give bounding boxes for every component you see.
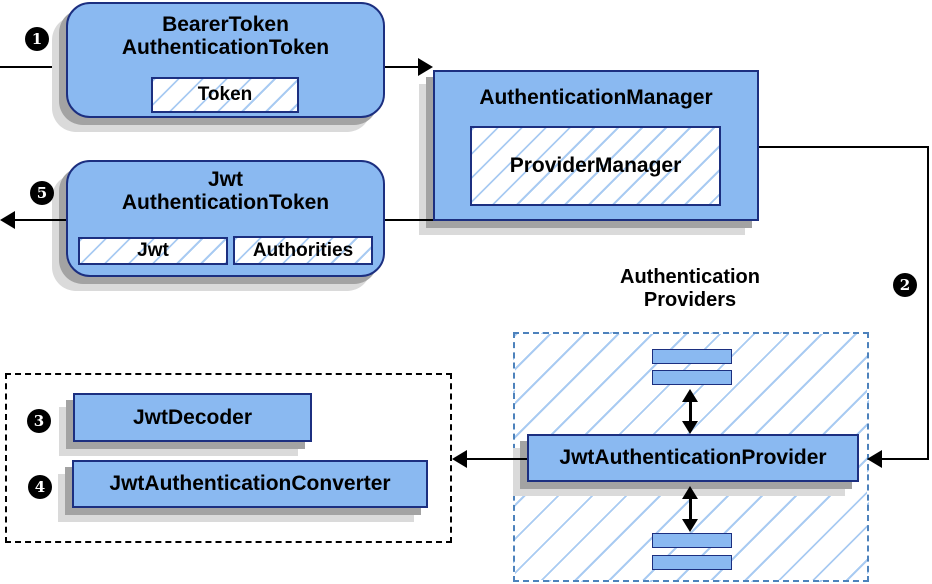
arrow-left-icon xyxy=(867,450,882,468)
jwt-decoder-label: JwtDecoder xyxy=(132,405,253,429)
step4-badge: 4 xyxy=(28,475,52,499)
flow-step2-line-right xyxy=(927,146,929,460)
jwt-authentication-converter-box: JwtAuthenticationConverter xyxy=(72,460,428,508)
authorities-slot: Authorities xyxy=(233,236,373,265)
provider-placeholder-bar xyxy=(652,555,732,570)
double-arrow-icon xyxy=(682,486,698,532)
provider-manager-slot: ProviderManager xyxy=(470,126,721,206)
arrow-down-icon xyxy=(682,421,698,434)
jwt-token-title-line2: AuthenticationToken xyxy=(121,191,330,214)
flow-step2-line-bottom xyxy=(881,458,929,460)
token-slot: Token xyxy=(151,77,299,113)
jwt-decoder-box: JwtDecoder xyxy=(73,393,312,442)
jwt-token-title-line1: Jwt xyxy=(207,168,243,191)
flow-bearer-to-manager-line xyxy=(385,66,420,68)
provider-placeholder-bar xyxy=(652,533,732,548)
flow-step1-line xyxy=(0,66,66,68)
jwt-slot-label: Jwt xyxy=(137,240,169,261)
jwt-authentication-provider-label: JwtAuthenticationProvider xyxy=(559,446,827,469)
bearer-token-title-line2: AuthenticationToken xyxy=(121,36,330,59)
step1-badge: 1 xyxy=(25,27,49,51)
double-arrow-icon xyxy=(682,389,698,434)
flow-step5-line xyxy=(11,219,66,221)
jwt-slot: Jwt xyxy=(78,237,228,265)
step2-badge: 2 xyxy=(893,273,917,297)
provider-manager-label: ProviderManager xyxy=(509,154,682,177)
authentication-providers-label-line1: Authentication xyxy=(620,266,760,288)
authentication-providers-label-line2: Providers xyxy=(643,289,737,311)
authorities-slot-label: Authorities xyxy=(252,239,354,261)
provider-placeholder-bar xyxy=(652,370,732,385)
step5-badge: 5 xyxy=(30,181,54,205)
arrow-right-icon xyxy=(418,58,433,76)
arrow-stem xyxy=(688,399,692,424)
provider-placeholder-bar xyxy=(652,349,732,364)
flow-manager-to-jwt-line xyxy=(385,219,433,221)
flow-provider-to-components-line xyxy=(466,458,527,460)
authentication-providers-label: Authentication Providers xyxy=(588,266,792,312)
bearer-token-title-line1: BearerToken xyxy=(162,13,289,36)
arrow-left-icon xyxy=(452,450,467,468)
bearer-token-box-title: BearerToken AuthenticationToken xyxy=(68,4,383,59)
arrow-stem xyxy=(688,496,692,522)
step3-badge: 3 xyxy=(27,409,51,433)
jwt-authentication-provider-box: JwtAuthenticationProvider xyxy=(527,434,859,482)
arrow-left-icon xyxy=(0,211,15,229)
authentication-manager-title: AuthenticationManager xyxy=(479,86,713,109)
jwt-authentication-converter-label: JwtAuthenticationConverter xyxy=(109,472,391,495)
arrow-up-icon xyxy=(682,389,698,402)
arrow-up-icon xyxy=(682,486,698,499)
arrow-down-icon xyxy=(682,519,698,532)
token-slot-label: Token xyxy=(197,84,253,105)
flow-step2-line-top xyxy=(759,146,929,148)
jwt-token-box-title: Jwt AuthenticationToken xyxy=(68,162,383,214)
